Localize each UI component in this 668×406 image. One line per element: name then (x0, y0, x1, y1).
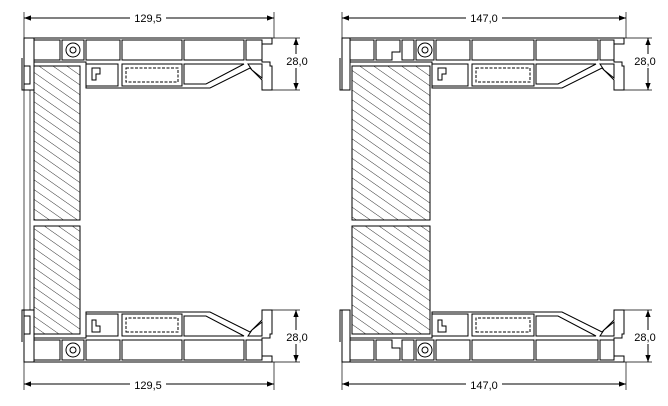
right-bottom-frame-profile (339, 309, 625, 363)
right-bottom-width-dimension: 147,0 (341, 362, 627, 392)
left-top-width-dimension: 129,5 (23, 10, 275, 38)
left-bottom-frame-profile (21, 309, 273, 363)
right-bottom-height-dimension: 28,0 (624, 309, 658, 363)
right-top-height-label: 28,0 (634, 56, 655, 68)
left-assembly: 129,5 (21, 10, 310, 392)
left-top-height-dimension: 28,0 (272, 37, 310, 91)
left-top-width-label: 129,5 (134, 13, 162, 25)
left-bottom-width-dimension: 129,5 (23, 362, 275, 392)
left-wall-section (23, 65, 81, 335)
right-top-height-dimension: 28,0 (624, 37, 658, 91)
right-top-frame-profile (339, 37, 625, 91)
left-top-height-label: 28,0 (286, 56, 307, 68)
right-top-width-dimension: 147,0 (341, 10, 627, 38)
left-top-frame-profile (21, 37, 273, 91)
right-bottom-width-label: 147,0 (470, 380, 498, 392)
right-assembly: 147,0 28,0 (339, 10, 658, 392)
left-bottom-height-dimension: 28,0 (272, 309, 310, 363)
left-bottom-width-label: 129,5 (134, 380, 162, 392)
right-top-width-label: 147,0 (470, 13, 498, 25)
right-bottom-height-label: 28,0 (634, 332, 655, 344)
left-bottom-height-label: 28,0 (286, 332, 307, 344)
right-wall-section (351, 65, 431, 335)
